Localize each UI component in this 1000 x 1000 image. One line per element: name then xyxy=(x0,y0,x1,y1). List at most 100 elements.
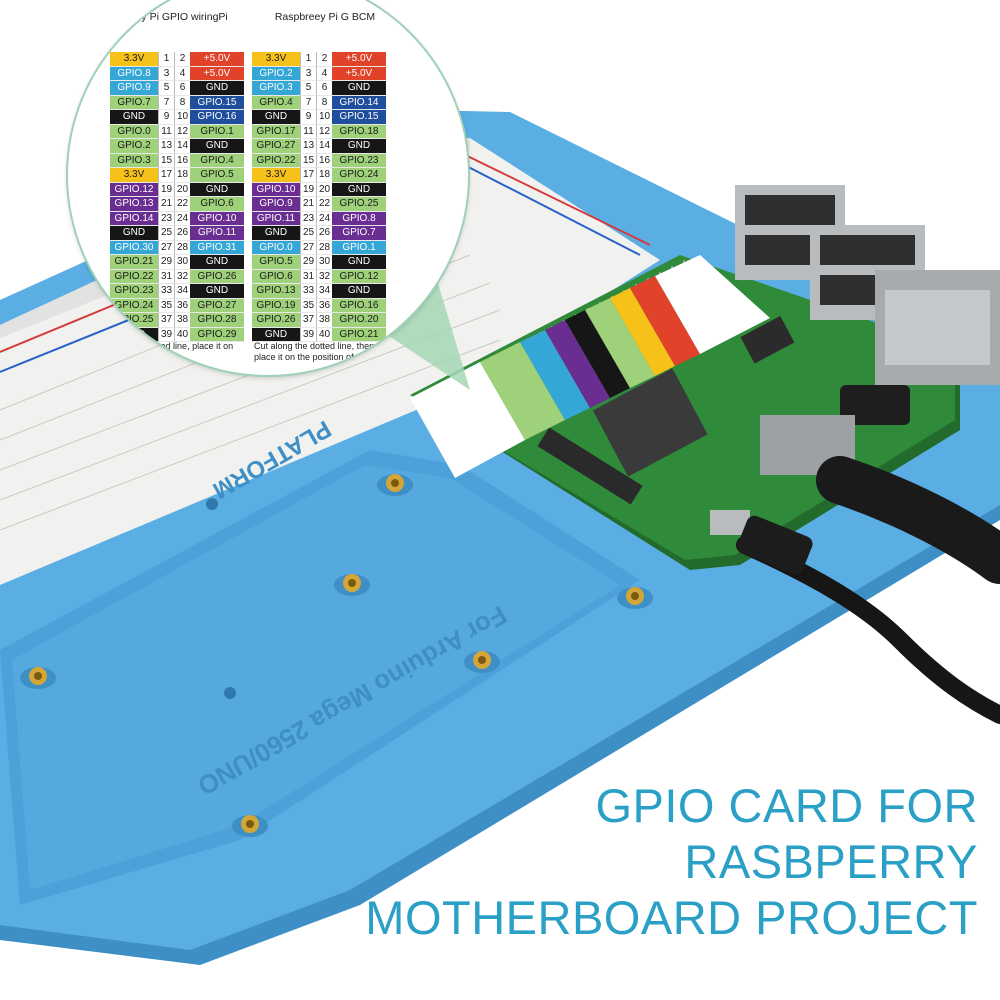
pin-number: 18 xyxy=(174,168,190,183)
pin-label: GPIO.28 xyxy=(190,313,244,328)
pin-number: 34 xyxy=(174,284,190,299)
pin-number: 27 xyxy=(300,240,316,255)
pin-number: 28 xyxy=(174,240,190,255)
pin-label: GPIO.26 xyxy=(190,269,244,284)
pin-number: 21 xyxy=(300,197,316,212)
pin-label: GPIO.30 xyxy=(110,240,158,255)
pin-number: 2 xyxy=(174,52,190,67)
pin-label: GND xyxy=(332,182,386,197)
ribbon-connector xyxy=(537,427,643,505)
pin-label: GPIO.11 xyxy=(252,211,300,226)
headline: GPIO CARD FOR RASBPERRY MOTHERBOARD PROJ… xyxy=(365,778,978,946)
pin-label: GPIO.7 xyxy=(332,226,386,241)
pin-number: 22 xyxy=(174,197,190,212)
pin-number: 32 xyxy=(174,269,190,284)
bcm-header: Raspbreey Pi G BCM xyxy=(274,11,376,23)
pin-number: 20 xyxy=(316,182,332,197)
pin-label: GPIO.23 xyxy=(332,153,386,168)
pin-label: GPIO.5 xyxy=(190,168,244,183)
cpu-chip xyxy=(592,368,708,477)
mount-hole xyxy=(224,687,236,699)
pin-label: GND xyxy=(332,139,386,154)
standoff xyxy=(334,574,370,596)
pin-number: 11 xyxy=(300,124,316,139)
pin-label: GND xyxy=(110,327,158,342)
pin-label: GPIO.19 xyxy=(252,298,300,313)
usb-plug xyxy=(737,515,813,575)
chip-secondary xyxy=(740,315,795,364)
pin-number: 12 xyxy=(316,124,332,139)
pin-label: GPIO.3 xyxy=(252,81,300,96)
headline-line-3: MOTHERBOARD PROJECT xyxy=(365,891,978,944)
pin-number: 8 xyxy=(174,95,190,110)
pin-number: 10 xyxy=(316,110,332,125)
pin-number: 3 xyxy=(158,66,174,81)
pin-label: 3.3V xyxy=(252,52,300,67)
pin-number: 17 xyxy=(158,168,174,183)
brass-standoffs xyxy=(20,474,653,837)
pin-label: GPIO.10 xyxy=(252,182,300,197)
pin-label: GPIO.13 xyxy=(110,197,158,212)
pin-label: GPIO.9 xyxy=(110,81,158,96)
pin-label: GPIO.13 xyxy=(252,284,300,299)
pin-label: GPIO.20 xyxy=(332,313,386,328)
pin-number: 28 xyxy=(316,240,332,255)
pin-label: GPIO.7 xyxy=(110,95,158,110)
pin-number: 24 xyxy=(174,211,190,226)
pin-number: 5 xyxy=(158,81,174,96)
pin-number: 2 xyxy=(316,52,332,67)
pin-label: GPIO.0 xyxy=(252,240,300,255)
pin-label: GPIO.23 xyxy=(110,284,158,299)
pin-label: GPIO.31 xyxy=(190,240,244,255)
pin-label: GPIO.9 xyxy=(252,197,300,212)
standoff xyxy=(377,474,413,496)
pin-number: 30 xyxy=(174,255,190,270)
pin-label: +5.0V xyxy=(190,66,244,81)
pin-label: GPIO.2 xyxy=(252,66,300,81)
cut-note-right: Cut along the dotted line, then place it… xyxy=(254,341,375,362)
pin-number: 15 xyxy=(300,153,316,168)
pin-number: 16 xyxy=(316,153,332,168)
pin-label: GND xyxy=(190,139,244,154)
pin-label: 3.3V xyxy=(252,168,300,183)
pin-number: 37 xyxy=(158,313,174,328)
pin-number: 6 xyxy=(316,81,332,96)
pin-label: GPIO.3 xyxy=(110,153,158,168)
pin-label: GND xyxy=(252,110,300,125)
pin-label: GPIO.5 xyxy=(252,255,300,270)
pin-number: 3 xyxy=(300,66,316,81)
cables xyxy=(736,456,1000,724)
pin-label: GPIO.1 xyxy=(190,124,244,139)
pin-label: GPIO.15 xyxy=(332,110,386,125)
pin-number: 31 xyxy=(158,269,174,284)
pin-label: GPIO.16 xyxy=(332,298,386,313)
pin-number: 27 xyxy=(158,240,174,255)
pin-label: GND xyxy=(332,284,386,299)
pin-number: 14 xyxy=(174,139,190,154)
pin-label: +5.0V xyxy=(332,52,386,67)
pin-label: GPIO.22 xyxy=(110,269,158,284)
pin-number: 33 xyxy=(300,284,316,299)
pin-number: 1 xyxy=(300,52,316,67)
pin-number: 35 xyxy=(300,298,316,313)
pin-number: 36 xyxy=(174,298,190,313)
pin-number: 40 xyxy=(316,327,332,342)
